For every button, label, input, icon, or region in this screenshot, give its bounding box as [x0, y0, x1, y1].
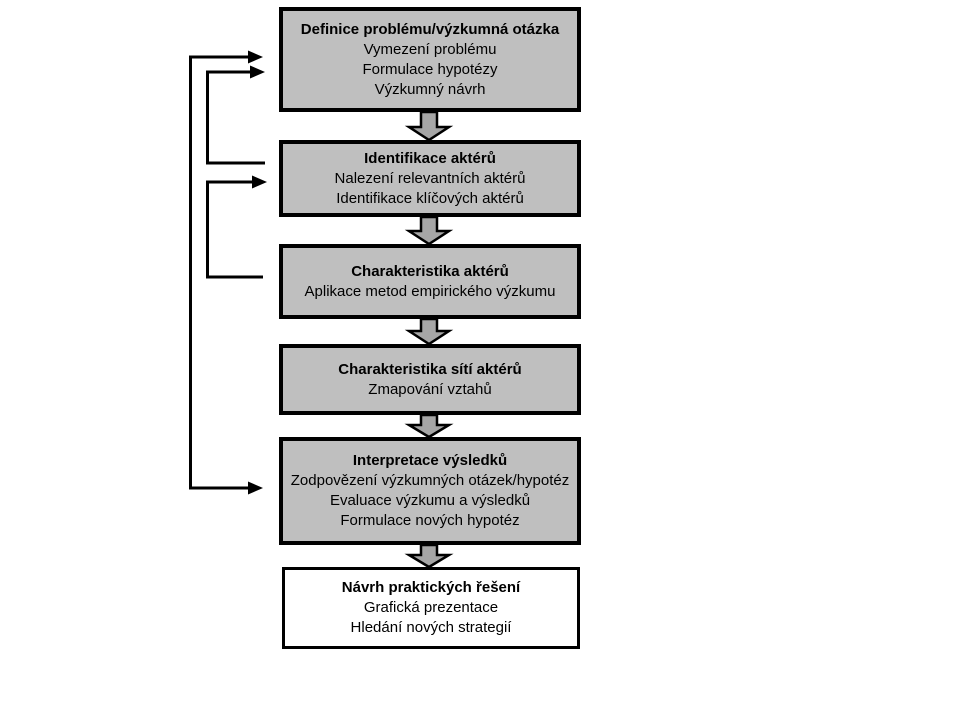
flow-step-title: Interpretace výsledků: [352, 452, 508, 469]
flow-step-navrh-reseni: Návrh praktických řešení Grafická prezen…: [282, 567, 580, 649]
flow-step-line: Nalezení relevantních aktérů: [334, 169, 526, 187]
flow-step-charakteristika-akteru: Charakteristika aktérů Aplikace metod em…: [279, 244, 581, 319]
feedback-connector-step5-step1: [189, 50, 263, 495]
flow-step-title: Definice problému/výzkumná otázka: [300, 20, 560, 38]
flow-step-line: Evaluace výzkumu a výsledků: [329, 492, 531, 509]
down-block-arrow-icon-2: [404, 215, 454, 246]
flow-step-line: Grafická prezentace: [363, 599, 499, 616]
flow-step-interpretace-vysledku: Interpretace výsledků Zodpovězení výzkum…: [279, 437, 581, 545]
flow-step-line: Hledání nových strategií: [350, 619, 512, 636]
feedback-connector-step3-to-step2: [206, 175, 267, 279]
flow-step-line: Formulace nových hypotéz: [340, 512, 520, 529]
flow-step-line: Vymezení problému: [363, 40, 497, 58]
flow-step-title: Charakteristika aktérů: [351, 262, 509, 280]
down-block-arrow-icon-4: [404, 413, 454, 439]
arrowhead-into-step1-inner: [250, 65, 265, 79]
down-block-arrow-icon-3: [404, 317, 454, 346]
flow-step-line: Formulace hypotézy: [362, 60, 498, 78]
flow-step-line: Aplikace metod empirického výzkumu: [304, 282, 556, 300]
arrowhead-into-step2: [252, 175, 267, 189]
flow-step-title: Charakteristika sítí aktérů: [338, 360, 522, 378]
feedback-connector-step2-to-step1: [206, 65, 265, 165]
flow-step-line: Zmapování vztahů: [368, 380, 492, 398]
arrowhead-into-step1-outer: [248, 50, 263, 64]
flow-step-title: Návrh praktických řešení: [341, 579, 521, 596]
flow-step-identifikace-akteru: Identifikace aktérů Nalezení relevantníc…: [279, 140, 581, 217]
flow-step-line: Identifikace klíčových aktérů: [336, 189, 524, 207]
flow-step-line: Výzkumný návrh: [374, 80, 486, 98]
down-block-arrow-icon-1: [404, 110, 454, 142]
arrowhead-into-step5: [248, 481, 263, 495]
flow-step-charakteristika-siti: Charakteristika sítí aktérů Zmapování vz…: [279, 344, 581, 415]
down-block-arrow-icon-5: [404, 543, 454, 569]
flow-step-title: Identifikace aktérů: [364, 149, 496, 167]
flow-step-definice-problemu: Definice problému/výzkumná otázka Vymeze…: [279, 7, 581, 112]
flow-step-line: Zodpovězení výzkumných otázek/hypotéz: [290, 472, 570, 489]
